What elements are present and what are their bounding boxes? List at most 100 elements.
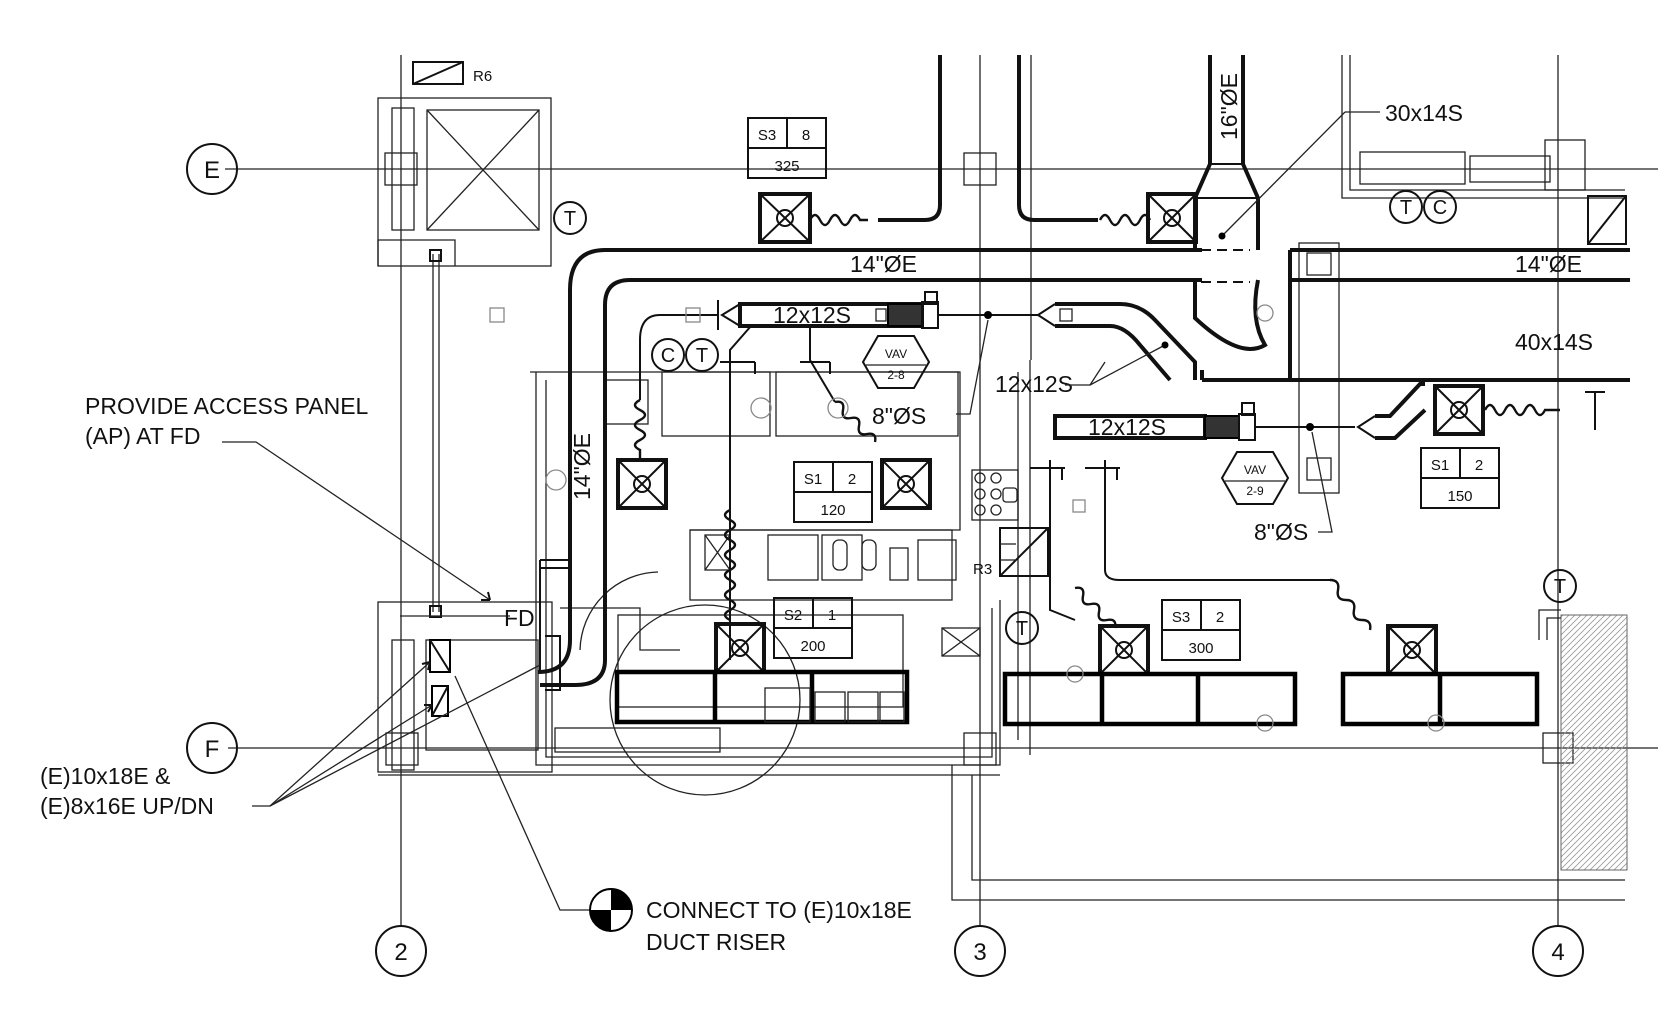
- note-access-panel-2: (AP) AT FD: [85, 423, 200, 449]
- svg-text:2: 2: [1475, 457, 1483, 474]
- svg-text:C: C: [661, 345, 675, 367]
- duct-main-exhaust-outer: [537, 248, 1202, 674]
- diffuser-x: [880, 458, 932, 510]
- label-12x12s-right: 12x12S: [995, 371, 1073, 397]
- grid-bubble-3: 3: [954, 925, 1006, 977]
- svg-text:S3: S3: [758, 127, 776, 144]
- thermostat-icon: T: [553, 201, 587, 235]
- svg-text:T: T: [1016, 618, 1028, 640]
- grid-bubbles: E F 2 3 4: [186, 143, 1584, 977]
- ductwork: [537, 55, 1630, 691]
- vav-2-8-id: 2-8: [887, 368, 905, 382]
- svg-text:T: T: [1554, 576, 1566, 598]
- ceiling-grid: [429, 639, 1540, 727]
- architecture: R6: [377, 55, 1628, 901]
- svg-text:8: 8: [802, 127, 810, 144]
- thermostat-icon: T: [1389, 190, 1423, 224]
- note-connect-2: DUCT RISER: [646, 929, 786, 955]
- hatched-column: [1560, 614, 1628, 871]
- note-existing-ducts-1: (E)10x18E &: [40, 763, 170, 789]
- shaft-lower-wall: [391, 639, 415, 771]
- shaft-lower-box: [425, 639, 539, 751]
- diffuser-x: [1146, 192, 1198, 244]
- fixtures: [489, 304, 1445, 732]
- note-connect-1: CONNECT TO (E)10x18E: [646, 897, 912, 923]
- label-12x12s-lower: 12x12S: [1088, 414, 1166, 440]
- register-r3-label: R3: [973, 561, 992, 578]
- diffuser-tag-s1-150: S1 2 150: [1420, 447, 1500, 509]
- duct-main-exhaust-inner: [540, 278, 1202, 687]
- thermostat-icon: T: [1005, 611, 1039, 645]
- vav-2-8-label: VAV: [885, 347, 907, 361]
- grid-label-4: 4: [1551, 939, 1564, 966]
- vav-units: VAV 2-8 VAV 2-9: [861, 335, 1290, 505]
- vav-2-8: VAV 2-8: [861, 335, 931, 389]
- grid-label-e: E: [204, 157, 220, 184]
- diffuser-x: [714, 622, 766, 674]
- register-r6: [412, 61, 464, 85]
- shaft-upper-box: [426, 109, 540, 231]
- label-main-left: 14"ØE: [850, 251, 917, 277]
- duct-12x12s-right: [1055, 302, 1197, 382]
- svg-text:200: 200: [800, 638, 825, 655]
- vav-2-9-label: VAV: [1244, 463, 1266, 477]
- label-main-right: 14"ØE: [1515, 251, 1582, 277]
- diffuser-x: [1098, 624, 1150, 676]
- diffuser-tag-s3-300: S3 2 300: [1161, 599, 1241, 661]
- grid-label-3: 3: [973, 939, 986, 966]
- note-existing-ducts-2: (E)8x16E UP/DN: [40, 793, 214, 819]
- diffuser-tag-s3-325: S3 8 325: [747, 117, 827, 179]
- diffuser-x: [1386, 624, 1438, 676]
- svg-text:2: 2: [848, 471, 856, 488]
- svg-text:S1: S1: [1431, 457, 1449, 474]
- label-12x12s-upper: 12x12S: [773, 302, 851, 328]
- diffusers: [616, 192, 1485, 676]
- note-access-panel-1: PROVIDE ACCESS PANEL: [85, 393, 369, 419]
- label-40x14s: 40x14S: [1515, 329, 1593, 355]
- diffuser-tag-s1-120: S1 2 120: [793, 461, 873, 523]
- label-8s-b: 8"ØS: [1254, 519, 1308, 545]
- grid-bubble-2: 2: [375, 925, 427, 977]
- connection-symbol-icon: [589, 888, 633, 932]
- label-fd: FD: [504, 605, 535, 631]
- flex-ducts: [633, 213, 1560, 631]
- grid-bubble-4: 4: [1532, 925, 1584, 977]
- svg-text:S1: S1: [804, 471, 822, 488]
- svg-text:T: T: [564, 208, 576, 230]
- svg-text:150: 150: [1447, 488, 1472, 505]
- svg-text:300: 300: [1188, 640, 1213, 657]
- thermostat-icon: T: [1543, 569, 1577, 603]
- label-vertical: 14"ØE: [569, 433, 595, 500]
- controller-icon: C: [651, 338, 685, 372]
- column-f2: [385, 732, 419, 766]
- grid-bubble-e: E: [186, 143, 238, 195]
- duct-labels: 14"ØE 14"ØE 14"ØE 16"ØE 30x14S 40x14S 12…: [504, 73, 1593, 631]
- register-r6-label: R6: [473, 68, 492, 85]
- duct-drop-2: [1017, 55, 1098, 222]
- shaft-upper: [377, 97, 552, 267]
- svg-text:C: C: [1433, 197, 1447, 219]
- label-8s-a: 8"ØS: [872, 403, 926, 429]
- grid-label-f: F: [205, 736, 220, 763]
- controller-icon: C: [1423, 190, 1457, 224]
- svg-text:325: 325: [774, 158, 799, 175]
- diffuser-x: [1433, 384, 1485, 436]
- label-riser: 16"ØE: [1216, 73, 1242, 140]
- leaders: [222, 111, 1380, 911]
- diffuser-tags: S3 8 325 S1 2 120 S1 2 150 S2 1 200: [747, 117, 1500, 661]
- notes: PROVIDE ACCESS PANEL (AP) AT FD (E)10x18…: [40, 393, 912, 955]
- svg-text:T: T: [696, 345, 708, 367]
- svg-text:2: 2: [1216, 609, 1224, 626]
- thermostat-icon: T: [685, 338, 719, 372]
- svg-text:S3: S3: [1172, 609, 1190, 626]
- diffuser-tag-s2-200: S2 1 200: [773, 597, 853, 659]
- svg-text:S2: S2: [784, 607, 802, 624]
- controls: T C T T C T T: [553, 190, 1577, 645]
- diffuser-x: [758, 192, 812, 244]
- vav-2-9: VAV 2-9: [1220, 451, 1290, 505]
- column-e2: [384, 152, 418, 186]
- duct-drop-1: [878, 55, 942, 222]
- grid-label-2: 2: [394, 939, 407, 966]
- svg-text:120: 120: [820, 502, 845, 519]
